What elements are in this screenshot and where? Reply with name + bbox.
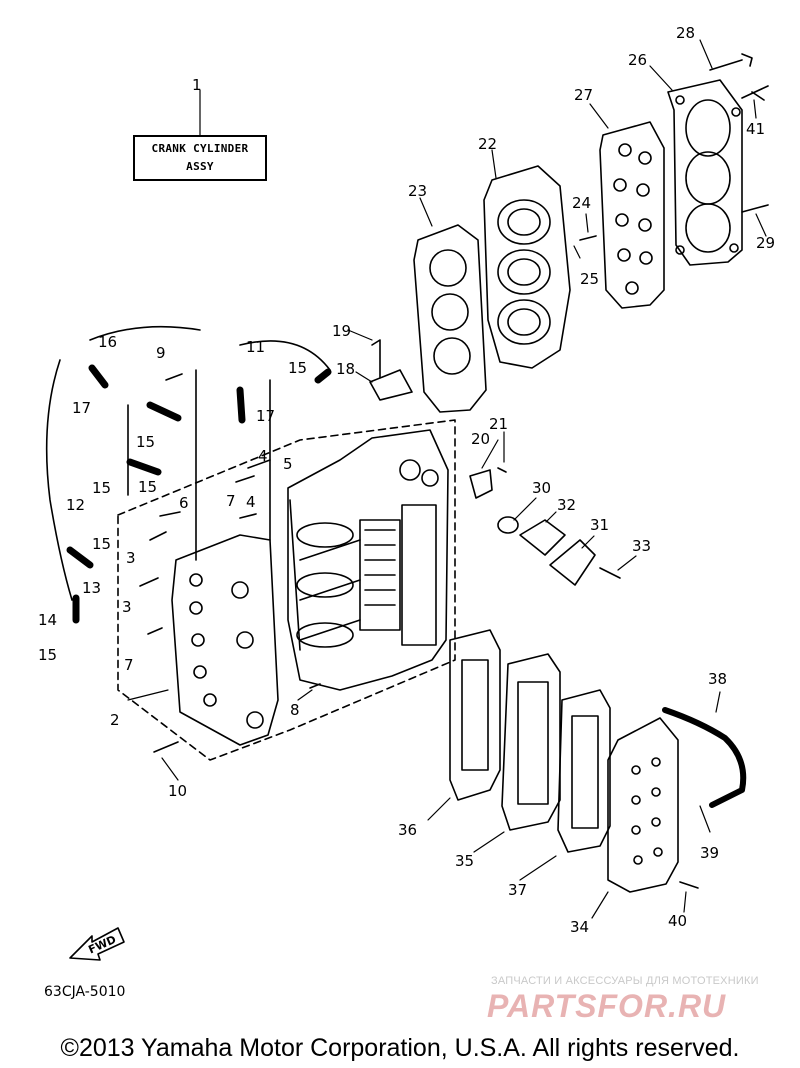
part-label-15a: 15 [136, 433, 155, 451]
part-label-30: 30 [532, 479, 551, 497]
part-label-9: 9 [156, 344, 166, 362]
part-label-31: 31 [590, 516, 609, 534]
exhaust-inner-cover [501, 653, 561, 831]
part-label-17b: 17 [256, 407, 275, 425]
part-label-15b: 15 [138, 478, 157, 496]
part-label-12: 12 [66, 496, 85, 514]
copyright-notice: ©2013 Yamaha Motor Corporation, U.S.A. A… [60, 1034, 740, 1062]
part-label-7a: 7 [226, 492, 236, 510]
part-label-10: 10 [168, 782, 187, 800]
exhaust-inner-cover-gasket [449, 629, 501, 801]
crankcase [171, 534, 279, 746]
part-label-11: 11 [246, 338, 265, 356]
part-label-37: 37 [508, 881, 527, 899]
part-label-17a: 17 [72, 399, 91, 417]
cylinder-block [287, 429, 449, 691]
part-label-23: 23 [408, 182, 427, 200]
part-label-1: 1 [192, 76, 202, 94]
part-label-14: 14 [38, 611, 57, 629]
part-label-24: 24 [572, 194, 591, 212]
forward-arrow: FWD [69, 927, 125, 961]
part-label-35: 35 [455, 852, 474, 870]
head-gasket [413, 224, 487, 413]
part-label-33: 33 [632, 537, 651, 555]
water-hose [662, 707, 747, 808]
part-label-16: 16 [98, 333, 117, 351]
part-label-22: 22 [478, 135, 497, 153]
part-label-6: 6 [179, 494, 189, 512]
part-label-7b: 7 [124, 656, 134, 674]
part-label-32: 32 [557, 496, 576, 514]
part-label-40: 40 [668, 912, 687, 930]
watermark-brand: PARTSFOR.RU [487, 988, 727, 1024]
part-label-19: 19 [332, 322, 351, 340]
part-label-15d: 15 [92, 535, 111, 553]
diagram-code: 63CJA-5010 [44, 984, 126, 1000]
part-label-8: 8 [290, 701, 300, 719]
part-label-15c: 15 [92, 479, 111, 497]
part-label-13: 13 [82, 579, 101, 597]
cylinder-head [483, 165, 571, 369]
cylinder-head-cover [667, 79, 743, 266]
assembly-boundary [117, 419, 456, 761]
part-label-26: 26 [628, 51, 647, 69]
part-label-15e: 15 [38, 646, 57, 664]
assembly-title-line1: CRANK CYLINDER [151, 142, 249, 155]
part-label-5: 5 [283, 455, 293, 473]
part-label-4b: 4 [246, 493, 256, 511]
assembly-title-line2: ASSY [186, 160, 214, 173]
assembly-title-box: CRANK CYLINDER ASSY [133, 135, 267, 181]
part-label-36: 36 [398, 821, 417, 839]
part-label-4a: 4 [258, 447, 268, 465]
part-label-41: 41 [746, 120, 765, 138]
part-label-34: 34 [570, 918, 589, 936]
small-parts [45, 53, 769, 889]
part-label-25: 25 [580, 270, 599, 288]
exhaust-outer-gasket [557, 689, 611, 853]
part-label-21: 21 [489, 415, 508, 433]
part-label-20: 20 [471, 430, 490, 448]
watermark-tagline: ЗАПЧАСТИ И АКСЕССУАРЫ ДЛЯ МОТОТЕХНИКИ [491, 975, 759, 987]
part-label-28: 28 [676, 24, 695, 42]
head-cover-gasket [599, 121, 665, 309]
part-label-3a: 3 [126, 549, 136, 567]
part-label-3b: 3 [122, 598, 132, 616]
leader-lines [127, 39, 767, 919]
exhaust-outer-cover [607, 717, 679, 893]
part-label-18: 18 [336, 360, 355, 378]
thermostat-parts [497, 516, 621, 586]
part-label-27: 27 [574, 86, 593, 104]
part-label-38: 38 [708, 670, 727, 688]
part-label-39: 39 [700, 844, 719, 862]
part-label-29: 29 [756, 234, 775, 252]
part-label-2: 2 [110, 711, 120, 729]
part-label-15f: 15 [288, 359, 307, 377]
